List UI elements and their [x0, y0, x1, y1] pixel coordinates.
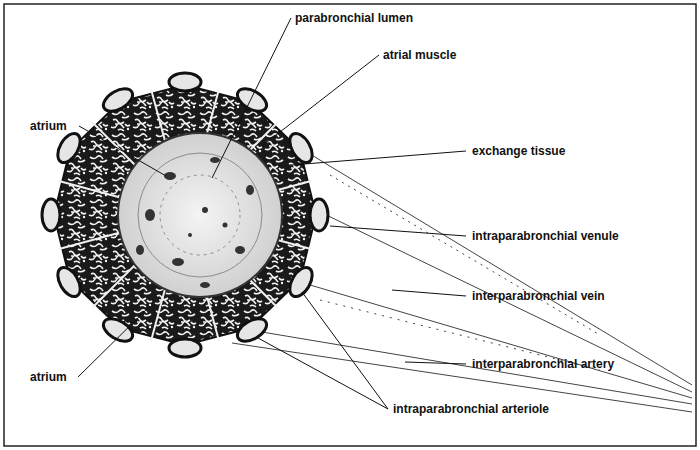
- part-label: parabronchial lumen: [295, 11, 413, 25]
- part-label: intraparabronchial venule: [472, 229, 619, 243]
- part-label: atrium: [30, 370, 67, 384]
- part-label: interparabronchial vein: [472, 289, 605, 303]
- part-label: atrium: [30, 119, 67, 133]
- part-label: interparabronchial artery: [472, 357, 614, 371]
- part-label: atrial muscle: [383, 48, 456, 62]
- part-label: exchange tissue: [472, 144, 565, 158]
- part-label: intraparabronchial arteriole: [393, 402, 549, 416]
